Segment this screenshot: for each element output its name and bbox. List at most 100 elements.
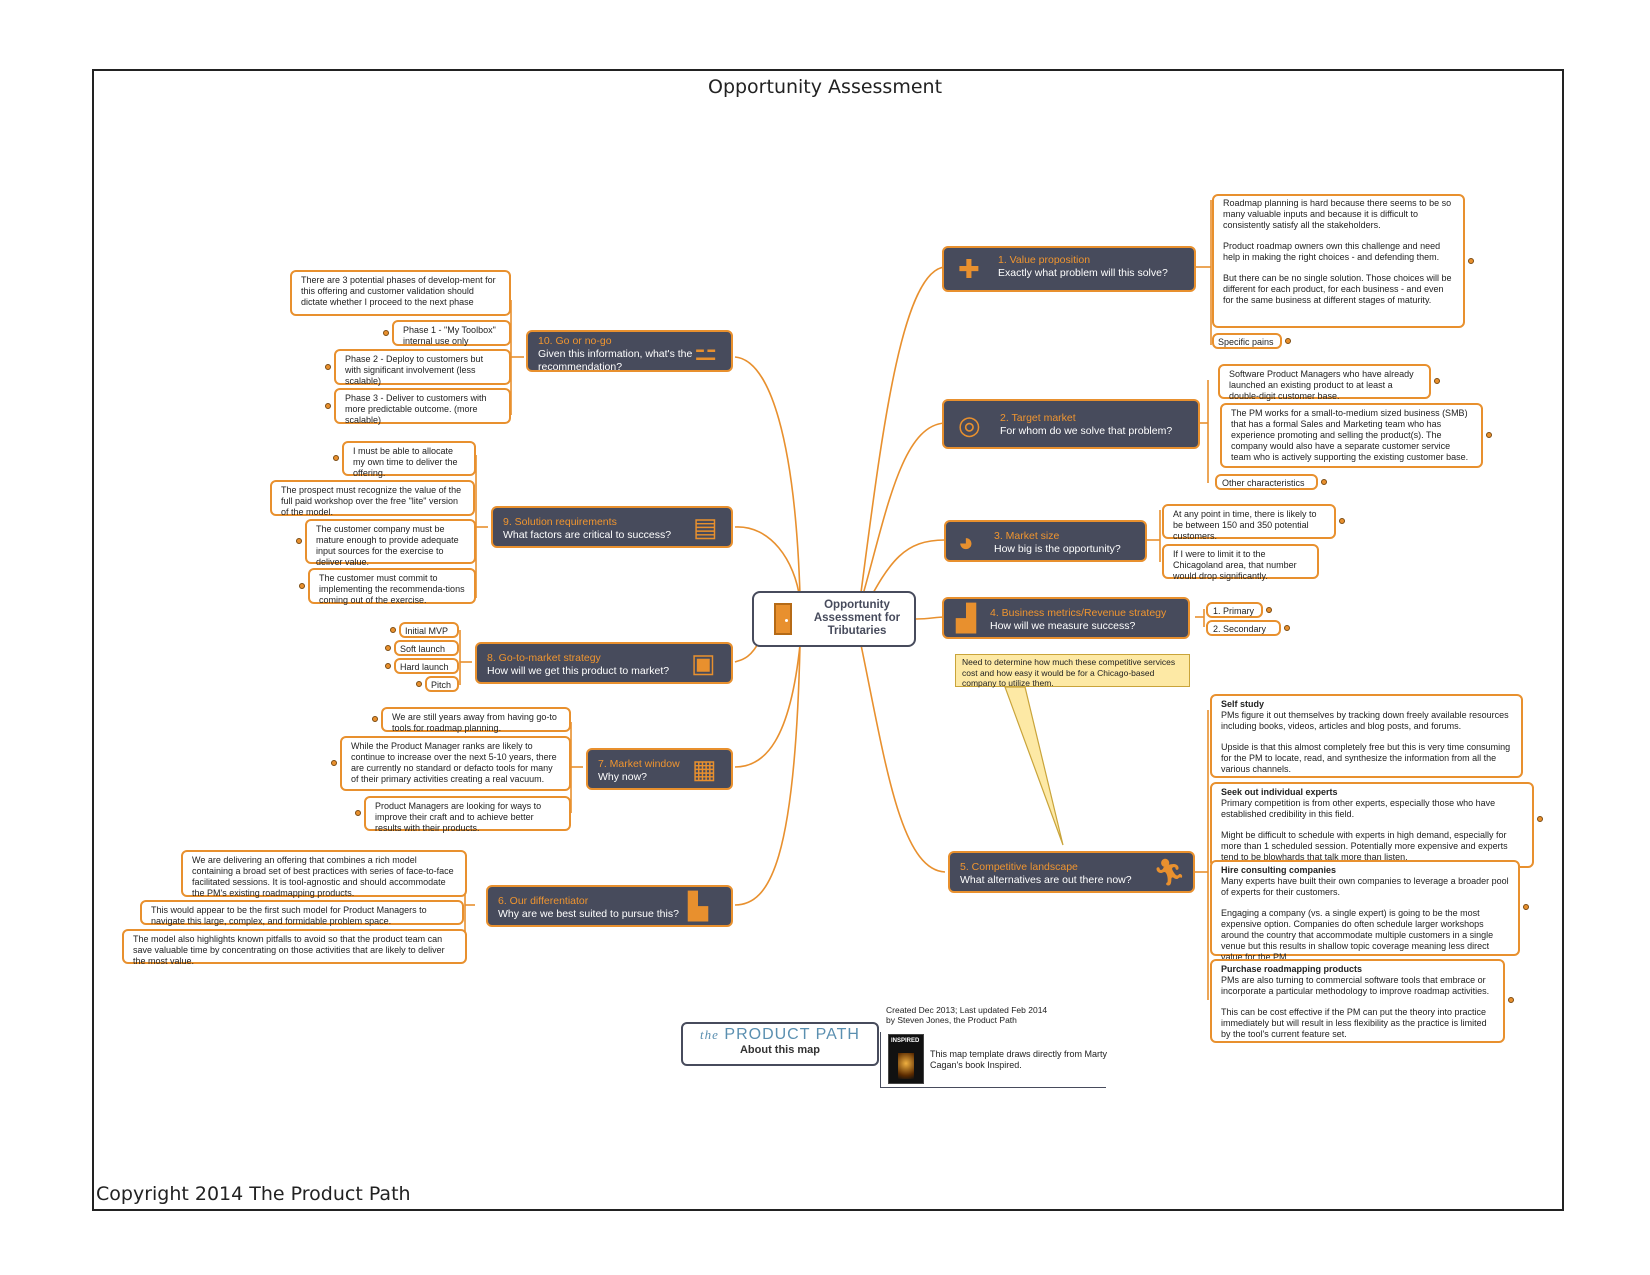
topic-target-market[interactable]: ◎ 2. Target market For whom do we solve … — [942, 399, 1200, 449]
expand-marker[interactable] — [1266, 607, 1272, 613]
expand-marker[interactable] — [355, 810, 361, 816]
central-topic-label: Opportunity Assessment for Tributaries — [813, 599, 901, 637]
note-gtm-initial-mvp[interactable]: Initial MVP — [399, 622, 459, 638]
topic-question: Exactly what problem will this solve? — [998, 267, 1168, 279]
note-gtm-hard-launch[interactable]: Hard launch — [394, 658, 459, 674]
document-icon: ▤ — [693, 512, 718, 542]
credit-dates: Created Dec 2013; Last updated Feb 2014 — [886, 1005, 1048, 1015]
note-header: Seek out individual experts — [1221, 787, 1338, 797]
note-go-phase-1[interactable]: Phase 1 - "My Toolbox" internal use only — [392, 320, 511, 346]
book-cover-image: INSPIRED — [888, 1034, 924, 1084]
note-gtm-pitch[interactable]: Pitch — [425, 676, 459, 692]
note-go-phase-3[interactable]: Phase 3 - Deliver to customers with more… — [334, 388, 511, 425]
topic-title: 4. Business metrics/Revenue strategy — [990, 607, 1167, 619]
note-diff-offering[interactable]: We are delivering an offering that combi… — [181, 850, 467, 898]
product-path-logo: the PRODUCT PATH — [683, 1026, 877, 1044]
note-window-years-away[interactable]: We are still years away from having go-t… — [381, 707, 571, 733]
note-diff-pitfalls[interactable]: The model also highlights known pitfalls… — [122, 929, 467, 966]
expand-marker[interactable] — [296, 538, 302, 544]
book-cover-art — [898, 1053, 914, 1079]
topic-question: Given this information, what's the recom… — [538, 348, 693, 373]
topic-go-or-no-go[interactable]: ⚍ 10. Go or no-go Given this information… — [526, 330, 733, 373]
note-size-chicagoland[interactable]: If I were to limit it to the Chicagoland… — [1162, 544, 1319, 581]
credit-author: by Steven Jones, the Product Path — [886, 1015, 1017, 1025]
note-target-pms[interactable]: Software Product Managers who have alrea… — [1218, 364, 1431, 401]
note-self-study[interactable]: Self study PMs figure it out themselves … — [1210, 694, 1523, 778]
note-req-allocate-time[interactable]: I must be able to allocate my own time t… — [342, 441, 476, 478]
expand-marker[interactable] — [299, 583, 305, 589]
expand-marker[interactable] — [325, 364, 331, 370]
expand-marker[interactable] — [1339, 518, 1345, 524]
about-label: About this map — [739, 1044, 821, 1056]
note-window-vacuum[interactable]: While the Product Manager ranks are like… — [340, 736, 571, 791]
expand-marker[interactable] — [1508, 997, 1514, 1003]
topic-differentiator[interactable]: ▙ 6. Our differentiator Why are we best … — [486, 885, 733, 927]
expand-marker[interactable] — [1285, 338, 1291, 344]
competitive-callout[interactable]: Need to determine how much these competi… — [955, 654, 1190, 688]
about-map-box[interactable]: the PRODUCT PATH About this map — [681, 1022, 879, 1066]
expand-marker[interactable] — [1537, 816, 1543, 822]
note-go-phase-2[interactable]: Phase 2 - Deploy to customers but with s… — [334, 349, 511, 386]
note-value-detail[interactable]: Roadmap planning is hard because there s… — [1212, 194, 1465, 328]
expand-marker[interactable] — [372, 716, 378, 722]
note-roadmapping-products[interactable]: Purchase roadmapping products PMs are al… — [1210, 959, 1505, 1043]
note-individual-experts[interactable]: Seek out individual experts Primary comp… — [1210, 782, 1534, 868]
expand-marker[interactable] — [331, 760, 337, 766]
expand-marker[interactable] — [1321, 479, 1327, 485]
expand-marker[interactable] — [333, 455, 339, 461]
topic-market-window[interactable]: ▦ 7. Market window Why now? — [586, 748, 733, 790]
target-icon: ◎ — [958, 410, 981, 440]
note-paragraph: But there can be no single solution. Tho… — [1223, 273, 1452, 305]
note-window-craft[interactable]: Product Managers are looking for ways to… — [364, 796, 571, 833]
logo-name: PRODUCT PATH — [724, 1026, 860, 1043]
note-header: Purchase roadmapping products — [1221, 964, 1363, 974]
note-req-commit[interactable]: The customer must commit to implementing… — [308, 568, 476, 605]
expand-marker[interactable] — [1486, 432, 1492, 438]
note-paragraph: Roadmap planning is hard because there s… — [1223, 198, 1452, 230]
topic-market-size[interactable]: ◕ 3. Market size How big is the opportun… — [944, 520, 1147, 562]
expand-marker[interactable] — [1284, 625, 1290, 631]
note-go-phases-intro[interactable]: There are 3 potential phases of develop-… — [290, 270, 511, 316]
central-topic[interactable]: Opportunity Assessment for Tributaries — [752, 591, 916, 647]
expand-marker[interactable] — [325, 403, 331, 409]
note-req-mature-company[interactable]: The customer company must be mature enou… — [305, 519, 476, 567]
note-specific-pains[interactable]: Specific pains — [1212, 333, 1282, 349]
traffic-light-icon: ⚍ — [694, 336, 718, 366]
expand-marker[interactable] — [383, 330, 389, 336]
expand-marker[interactable] — [385, 645, 391, 651]
note-paragraph: This can be cost effective if the PM can… — [1221, 1007, 1487, 1039]
topic-value-proposition[interactable]: ✚ 1. Value proposition Exactly what prob… — [942, 246, 1196, 292]
note-metrics-primary[interactable]: 1. Primary — [1206, 602, 1263, 618]
note-diff-first-model[interactable]: This would appear to be the first such m… — [140, 900, 464, 926]
expand-marker[interactable] — [1468, 258, 1474, 264]
note-target-smb[interactable]: The PM works for a small-to-medium sized… — [1220, 403, 1483, 468]
expand-marker[interactable] — [1434, 378, 1440, 384]
topic-question: How big is the opportunity? — [994, 543, 1121, 555]
note-other-characteristics[interactable]: Other characteristics — [1215, 474, 1318, 490]
topic-go-to-market[interactable]: ▣ 8. Go-to-market strategy How will we g… — [475, 642, 733, 684]
expand-marker[interactable] — [390, 627, 396, 633]
note-paragraph: Upside is that this almost completely fr… — [1221, 742, 1511, 774]
note-consulting-companies[interactable]: Hire consulting companies Many experts h… — [1210, 860, 1520, 962]
note-gtm-soft-launch[interactable]: Soft launch — [394, 640, 459, 656]
note-paragraph: Engaging a company (vs. a single expert)… — [1221, 908, 1494, 962]
topic-title: 10. Go or no-go — [538, 335, 612, 347]
topic-title: 6. Our differentiator — [498, 895, 589, 907]
book-cover-title: INSPIRED — [891, 1038, 920, 1044]
topic-title: 3. Market size — [994, 530, 1060, 542]
expand-marker[interactable] — [1523, 904, 1529, 910]
topic-solution-requirements[interactable]: ▤ 9. Solution requirements What factors … — [491, 506, 733, 548]
runner-icon: 🏃︎ — [1153, 857, 1187, 887]
note-size-range[interactable]: At any point in time, there is likely to… — [1162, 504, 1336, 541]
expand-marker[interactable] — [385, 663, 391, 669]
topic-competitive-landscape[interactable]: 🏃︎ 5. Competitive landscape What alterna… — [948, 851, 1195, 893]
copyright-text: Copyright 2014 The Product Path — [96, 1183, 411, 1205]
topic-question: Why now? — [598, 771, 648, 783]
note-req-prospect-value[interactable]: The prospect must recognize the value of… — [270, 480, 475, 517]
logo-prefix: the — [700, 1027, 719, 1042]
topic-business-metrics[interactable]: ▟ 4. Business metrics/Revenue strategy H… — [942, 597, 1190, 639]
expand-marker[interactable] — [416, 681, 422, 687]
topic-question: For whom do we solve that problem? — [1000, 425, 1173, 437]
note-metrics-secondary[interactable]: 2. Secondary — [1206, 620, 1281, 636]
